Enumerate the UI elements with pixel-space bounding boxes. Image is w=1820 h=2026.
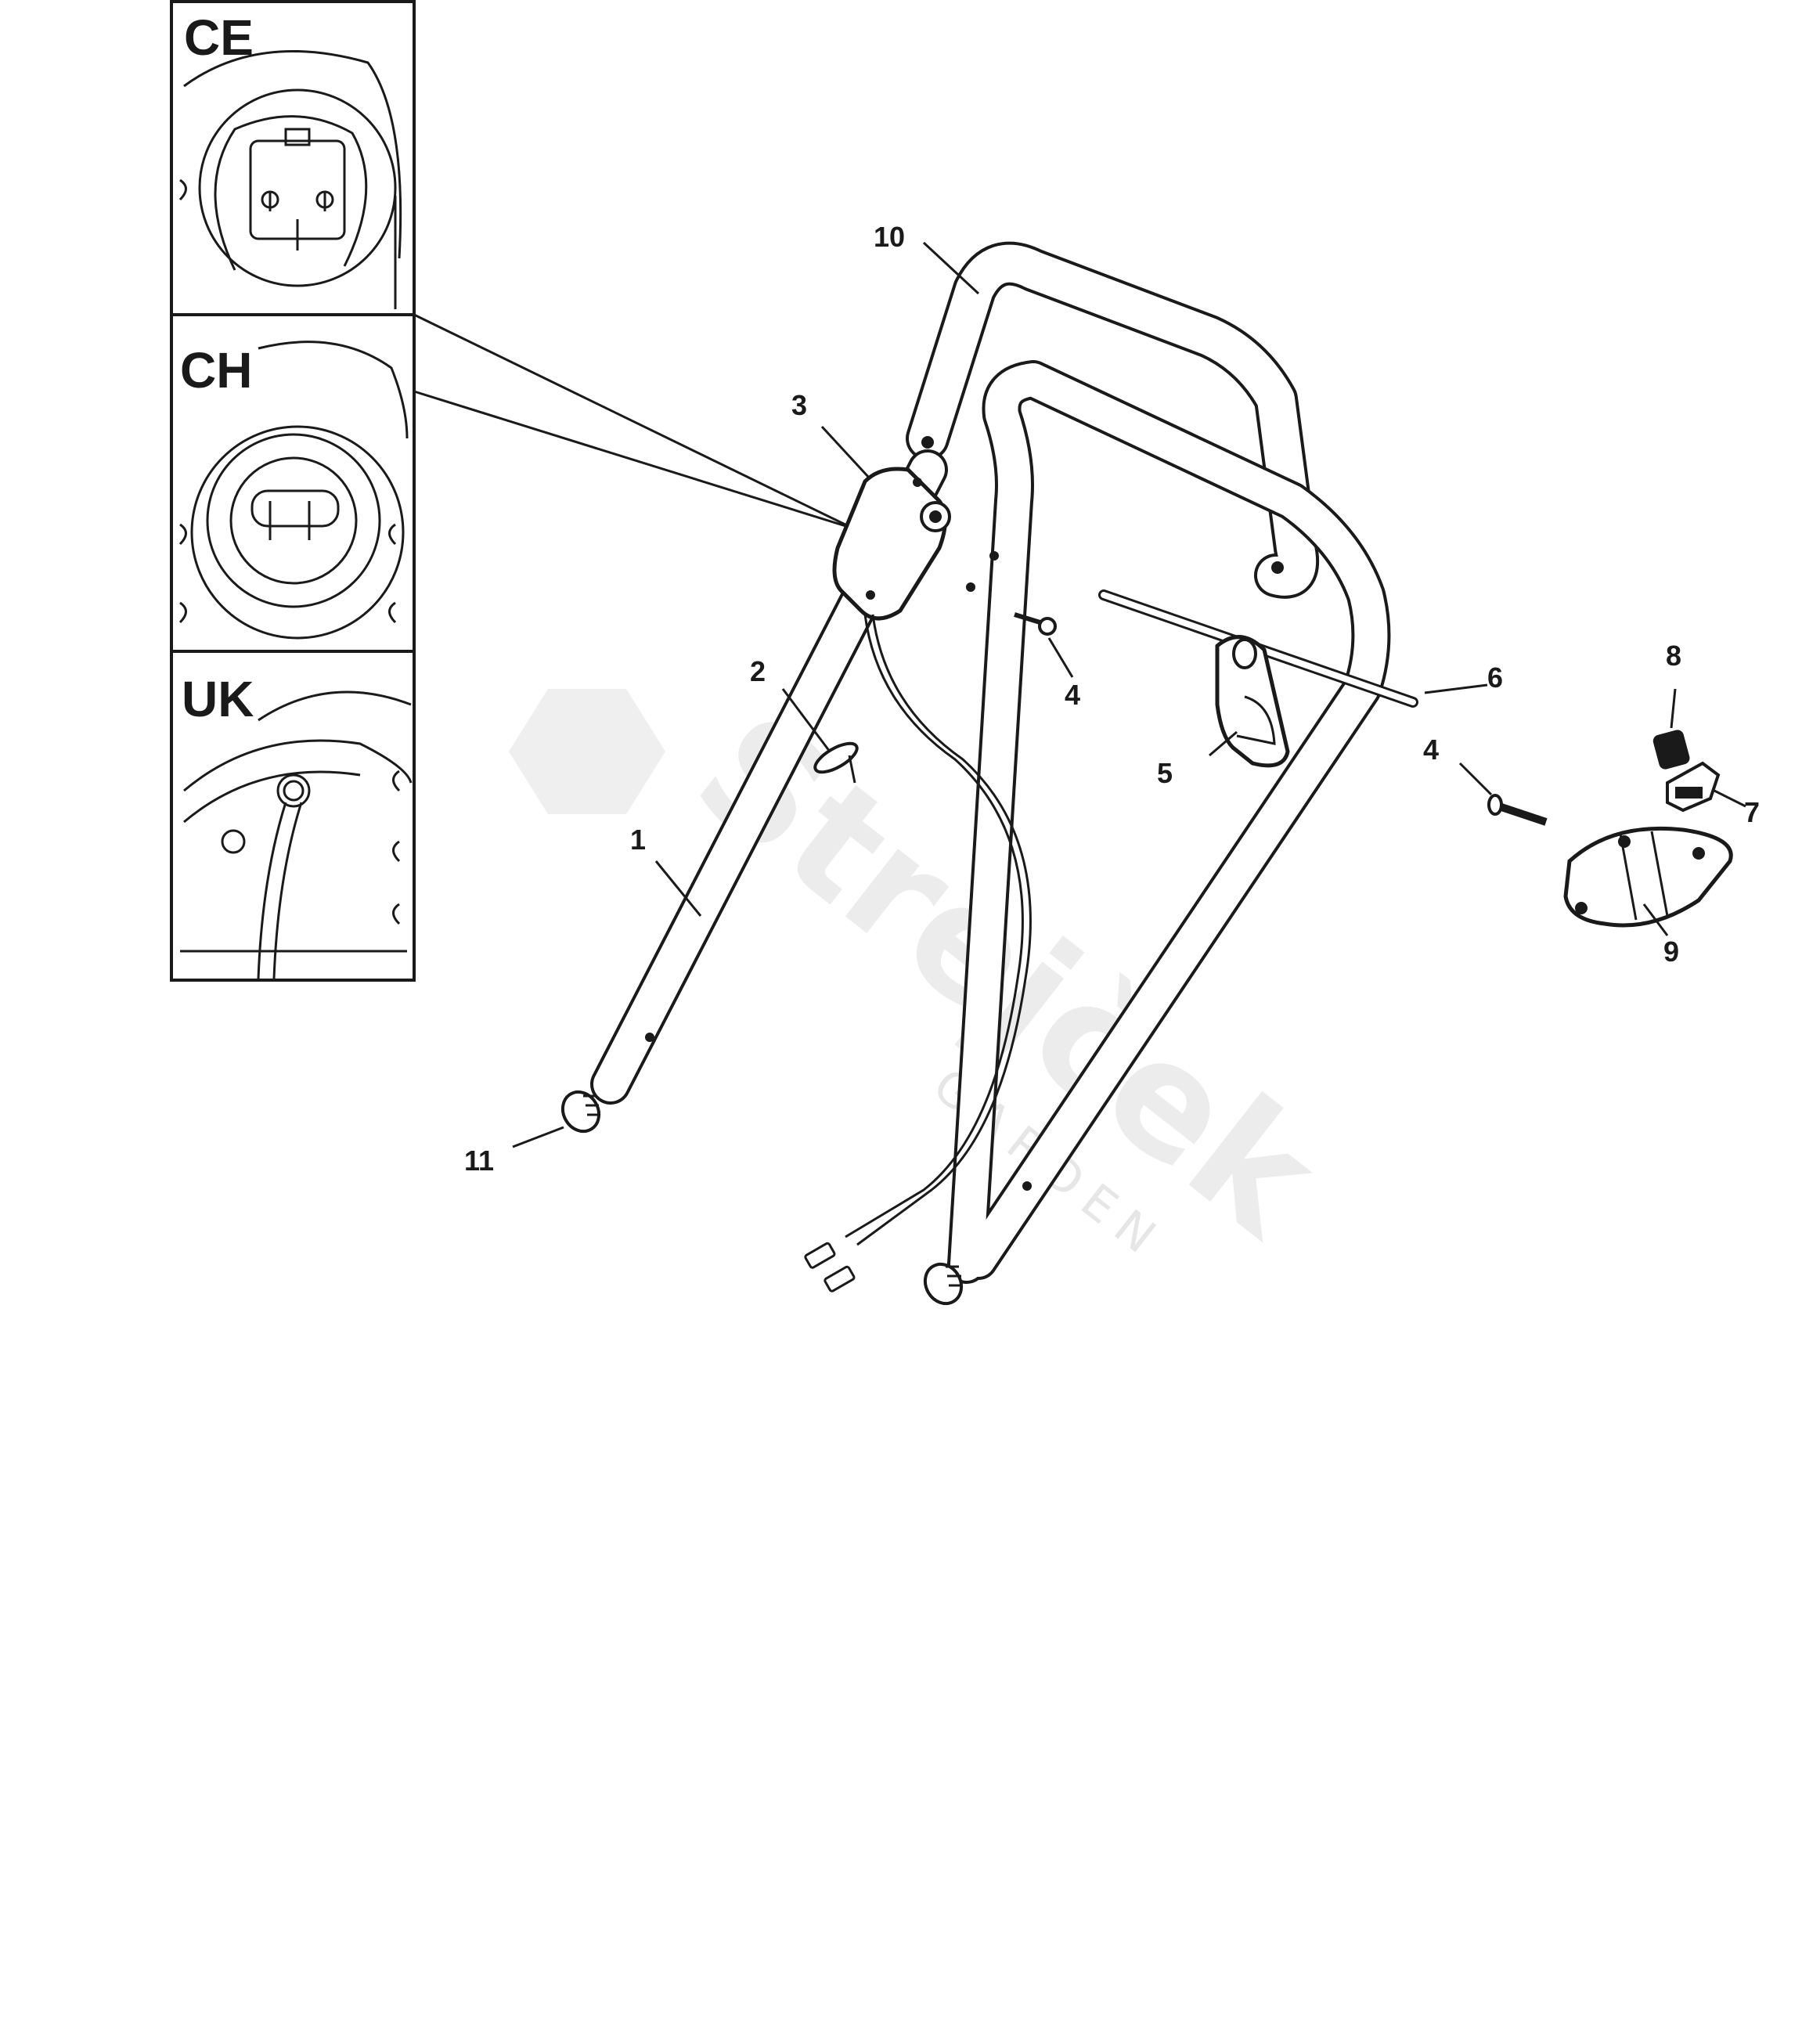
region-label-ch: CH — [180, 342, 252, 398]
callout-2: 2 — [750, 655, 766, 687]
screw-4-upper — [1014, 612, 1057, 636]
cable-clip — [813, 741, 859, 784]
callout-7: 7 — [1744, 796, 1760, 828]
switch-box — [832, 467, 951, 621]
callout-labels: 10 3 2 4 5 6 4 8 7 9 1 11 — [464, 221, 1760, 1177]
ce-socket-icon — [178, 49, 402, 309]
callout-6: 6 — [1487, 662, 1503, 694]
callout-10: 10 — [874, 221, 905, 253]
power-cable — [804, 614, 1032, 1292]
watermark-logo-icon — [509, 689, 665, 814]
callout-3: 3 — [791, 389, 807, 421]
inset-uk: UK — [170, 650, 416, 982]
callout-11: 11 — [464, 1145, 494, 1177]
uk-cable-entry-icon — [180, 690, 413, 979]
callout-5: 5 — [1157, 757, 1173, 789]
zoom-lines — [413, 313, 854, 530]
end-cap-right — [923, 1262, 964, 1306]
ch-socket-icon — [178, 341, 409, 640]
callout-1: 1 — [630, 824, 646, 856]
lower-frame — [947, 360, 1391, 1284]
callout-4a: 4 — [1065, 679, 1080, 711]
inset-ch: CH — [170, 313, 416, 653]
region-label-uk: UK — [182, 671, 254, 727]
inset-ce: CE — [170, 0, 416, 316]
upper-handle — [906, 241, 1320, 599]
callout-4b: 4 — [1423, 734, 1439, 766]
screw-4-right — [1487, 794, 1548, 826]
spring — [1652, 730, 1690, 770]
bracket-base — [1563, 826, 1733, 928]
callout-8: 8 — [1666, 640, 1681, 672]
region-label-ce: CE — [184, 9, 254, 66]
end-cap-left — [560, 1090, 601, 1134]
latch — [1666, 761, 1721, 813]
leader-lines — [512, 241, 1746, 1148]
callout-9: 9 — [1663, 935, 1679, 968]
